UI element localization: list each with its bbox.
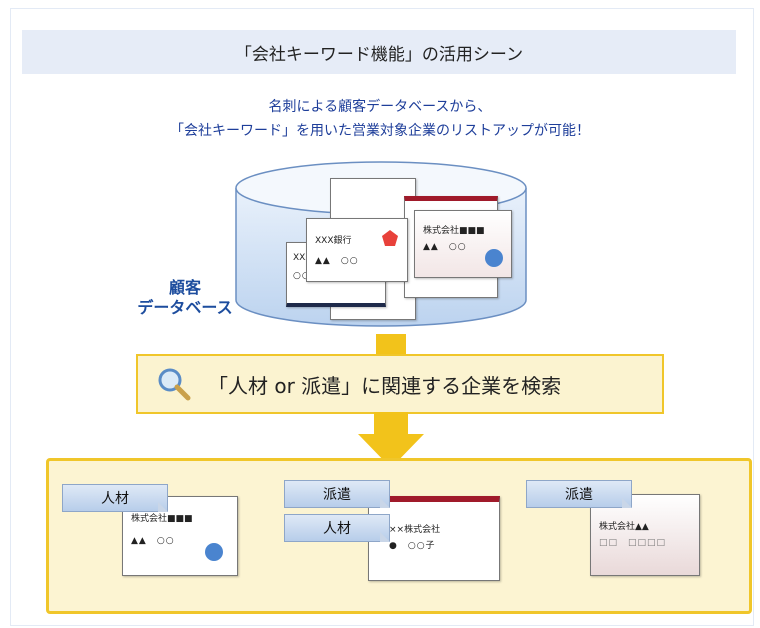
search-text: 「人材 or 派遣」に関連する企業を検索 bbox=[208, 373, 562, 398]
result-card-1-name: 株式会社■■■ bbox=[131, 514, 193, 524]
result-card-2: ××株式会社 ● ○○子 bbox=[368, 496, 500, 581]
result-2-tag-1: 派遣 bbox=[284, 480, 390, 508]
circle-icon bbox=[485, 249, 503, 267]
tag-label: 派遣 bbox=[565, 487, 593, 503]
tag-label: 人材 bbox=[101, 491, 129, 507]
description-line-1: 名刺による顧客データベースから、 bbox=[268, 99, 492, 115]
magnifier-icon bbox=[156, 366, 192, 402]
db-card-front-name: XXX銀行 bbox=[315, 236, 352, 246]
result-card-3-sub: □□ □□□□ bbox=[599, 538, 667, 548]
tag-label: 人材 bbox=[323, 521, 351, 537]
result-3-tag-1: 派遣 bbox=[526, 480, 632, 508]
pentagon-icon bbox=[382, 230, 398, 246]
result-card-1-sub: ▲▲ ○○ bbox=[131, 536, 175, 546]
db-card-right-sub: ▲▲ ○○ bbox=[423, 242, 467, 252]
result-2-tag-2: 人材 bbox=[284, 514, 390, 542]
result-card-2-sub: ● ○○子 bbox=[389, 541, 436, 551]
circle-icon bbox=[205, 543, 223, 561]
db-card-front-sub: ▲▲ ○○ bbox=[315, 256, 359, 266]
result-card-2-name: ××株式会社 bbox=[389, 525, 441, 535]
db-card-front: XXX銀行 ▲▲ ○○ bbox=[306, 218, 408, 282]
db-card-right: 株式会社■■■ ▲▲ ○○ bbox=[414, 210, 512, 278]
description-line-2: 「会社キーワード」を用いた営業対象企業のリストアップが可能！ bbox=[170, 123, 590, 139]
db-label-line-1: 顧客 bbox=[168, 278, 201, 297]
db-label-line-2: データベース bbox=[137, 298, 233, 317]
arrow-down-1 bbox=[376, 334, 406, 356]
search-banner: 「人材 or 派遣」に関連する企業を検索 bbox=[136, 354, 664, 414]
result-1-tag-1: 人材 bbox=[62, 484, 168, 512]
db-card-left-sub: ○○ bbox=[293, 271, 311, 281]
tag-label: 派遣 bbox=[323, 487, 351, 503]
diagram-title: 「会社キーワード機能」の活用シーン bbox=[22, 30, 736, 74]
db-card-right-name: 株式会社■■■ bbox=[423, 226, 485, 236]
result-card-3-name: 株式会社▲▲ bbox=[599, 522, 649, 532]
db-card-left-name: XXX bbox=[293, 253, 312, 263]
